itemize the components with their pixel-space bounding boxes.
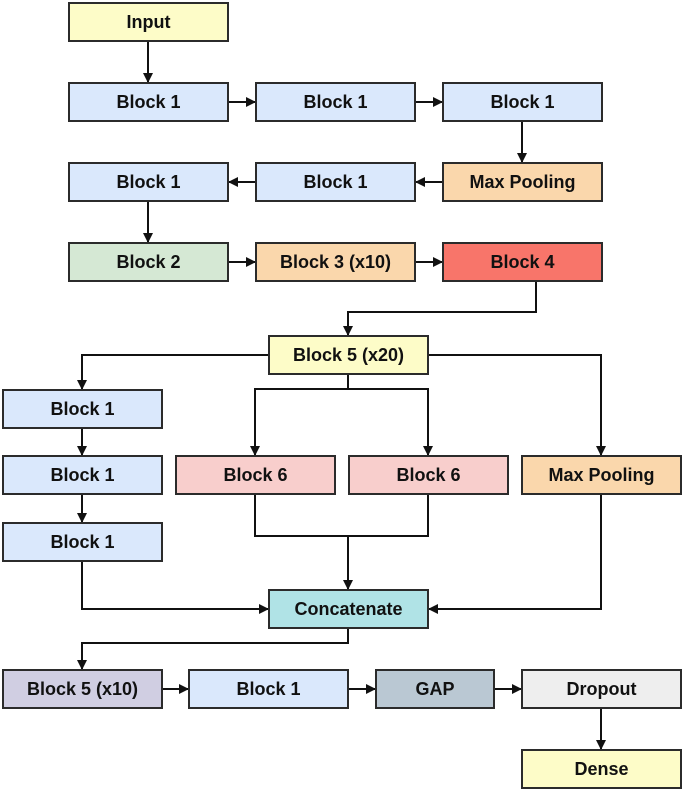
node-block5-x20: Block 5 (x20) <box>268 335 429 375</box>
edge-maxpool-2-to-concat <box>428 495 602 614</box>
node-dense: Dense <box>521 749 682 789</box>
node-label: Input <box>126 11 171 32</box>
edge-block6-b-to-concat <box>348 495 429 537</box>
node-label: Block 1 <box>50 531 115 552</box>
node-label: Block 3 (x10) <box>279 251 392 272</box>
node-label: Block 6 <box>223 464 288 485</box>
node-block2: Block 2 <box>68 242 229 282</box>
node-block5-x10: Block 5 (x10) <box>2 669 163 709</box>
edge-block6-a-to-concat <box>254 495 353 590</box>
node-input: Input <box>68 2 229 42</box>
edge-block4-to-block5-x20 <box>343 282 537 336</box>
edge-concat-to-block5-x10 <box>77 629 349 670</box>
node-max-pooling-2: Max Pooling <box>521 455 682 495</box>
edge-block5-x20-to-block1-f <box>77 354 268 390</box>
node-label: Block 1 <box>50 398 115 419</box>
edge-block5-x20-to-block6-a <box>250 375 349 456</box>
node-block1-e: Block 1 <box>68 162 229 202</box>
node-label: Concatenate <box>294 598 403 619</box>
node-dropout: Dropout <box>521 669 682 709</box>
node-block1-a: Block 1 <box>68 82 229 122</box>
node-label: GAP <box>415 678 455 699</box>
node-label: Block 1 <box>116 91 181 112</box>
node-block1-h: Block 1 <box>2 522 163 562</box>
node-block1-b: Block 1 <box>255 82 416 122</box>
node-label: Max Pooling <box>469 171 576 192</box>
node-label: Block 1 <box>116 171 181 192</box>
node-label: Dense <box>574 758 629 779</box>
node-block1-d: Block 1 <box>255 162 416 202</box>
node-block6-b: Block 6 <box>348 455 509 495</box>
node-block4: Block 4 <box>442 242 603 282</box>
node-label: Block 1 <box>303 171 368 192</box>
node-label: Max Pooling <box>548 464 655 485</box>
edge-block5-x20-to-maxpool-2 <box>429 354 606 456</box>
node-block3: Block 3 (x10) <box>255 242 416 282</box>
node-label: Block 1 <box>490 91 555 112</box>
node-block1-f: Block 1 <box>2 389 163 429</box>
edge-block5-x20-to-block6-b <box>348 388 433 456</box>
node-concatenate: Concatenate <box>268 589 429 629</box>
node-label: Block 5 (x10) <box>26 678 139 699</box>
node-block1-i: Block 1 <box>188 669 349 709</box>
node-label: Block 6 <box>396 464 461 485</box>
node-label: Block 1 <box>50 464 115 485</box>
node-label: Dropout <box>566 678 637 699</box>
node-block1-c: Block 1 <box>442 82 603 122</box>
node-gap: GAP <box>375 669 495 709</box>
node-block6-a: Block 6 <box>175 455 336 495</box>
node-label: Block 5 (x20) <box>292 344 405 365</box>
edge-block1-h-to-concat <box>81 562 269 614</box>
node-label: Block 4 <box>490 251 555 272</box>
node-block1-g: Block 1 <box>2 455 163 495</box>
node-label: Block 1 <box>236 678 301 699</box>
node-max-pooling-1: Max Pooling <box>442 162 603 202</box>
node-label: Block 2 <box>116 251 181 272</box>
node-label: Block 1 <box>303 91 368 112</box>
